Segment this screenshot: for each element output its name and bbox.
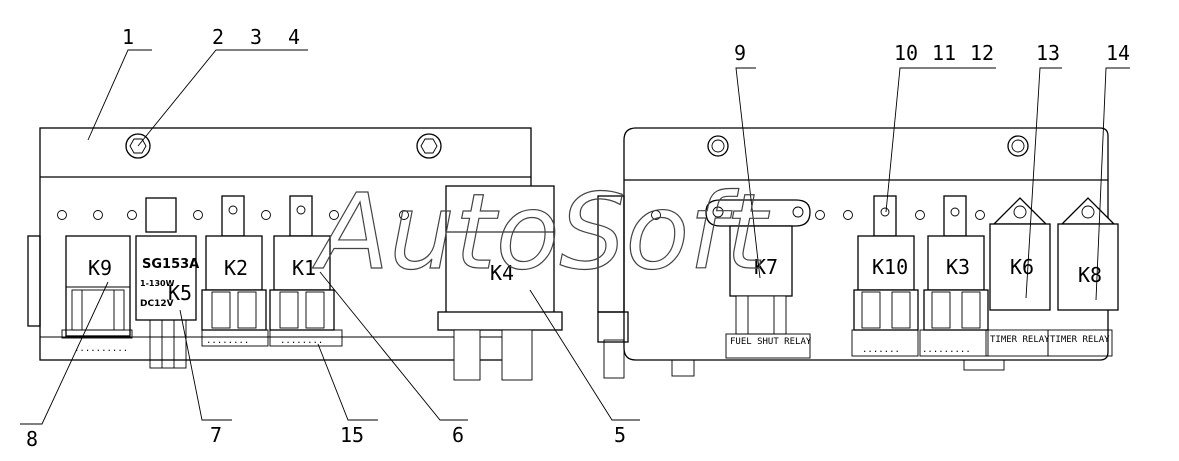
callout-4: 4 [288, 25, 300, 49]
callout-11: 11 [932, 41, 956, 65]
right-panel [623, 127, 1109, 377]
callout-2: 2 [212, 25, 224, 49]
callout-15: 15 [340, 423, 364, 447]
relay-k9-label: K9 [88, 256, 112, 280]
k9-plate-label: .......... [74, 344, 128, 354]
relay-k6 [985, 197, 1051, 357]
k5-model: SG153A [142, 257, 199, 272]
leader-lines [20, 49, 1130, 425]
bolt-right-2 [1007, 135, 1029, 157]
relay-k4 [437, 185, 563, 381]
callout-10: 10 [894, 41, 918, 65]
callout-8: 8 [26, 427, 38, 451]
callout-9: 9 [734, 41, 746, 65]
relay-k1 [269, 195, 343, 347]
k1-plate-label: ........ [280, 336, 323, 346]
k2-plate-label: ........ [206, 336, 249, 346]
fuel-shut-relay-label: FUEL SHUT RELAY [730, 337, 812, 347]
relay-k1-label: K1 [292, 256, 316, 280]
k3-plate-label: ......... [922, 345, 971, 355]
watermark-autosoft: AutoSoft [312, 171, 770, 293]
callout-12: 12 [970, 41, 994, 65]
k5-rating: 1-130W [140, 279, 175, 288]
relay-k2-label: K2 [224, 256, 248, 280]
relay-k4-label: K4 [490, 261, 514, 285]
relay-k8-label: K8 [1078, 263, 1102, 287]
relay-k10-label: K10 [872, 255, 908, 279]
relay-k9 [61, 235, 133, 339]
bolt-left-1 [125, 133, 151, 159]
relay-k5 [135, 197, 197, 369]
bolt-right-1 [707, 135, 729, 157]
relay-k7 [705, 199, 811, 359]
relay-k10 [851, 195, 919, 357]
relay-k3-label: K3 [946, 255, 970, 279]
relay-k2 [201, 195, 269, 347]
callout-14: 14 [1106, 41, 1130, 65]
left-holes [57, 210, 409, 220]
timer-relay-a-label: TIMER RELAY [990, 335, 1050, 345]
relay-k6-label: K6 [1010, 255, 1034, 279]
k10-plate-label: ....... [862, 345, 900, 355]
bolt-left-2 [416, 133, 442, 159]
callout-3: 3 [250, 25, 262, 49]
callout-1: 1 [122, 25, 134, 49]
relay-k3 [919, 195, 989, 357]
timer-relay-b-label: TIMER RELAY [1050, 335, 1110, 345]
relay-k5-label: K5 [168, 281, 192, 305]
callout-13: 13 [1036, 41, 1060, 65]
callout-5: 5 [614, 423, 626, 447]
callout-7: 7 [210, 423, 222, 447]
callout-6: 6 [452, 423, 464, 447]
relay-k8 [1047, 197, 1119, 357]
k5-voltage: DC12V [140, 299, 174, 309]
